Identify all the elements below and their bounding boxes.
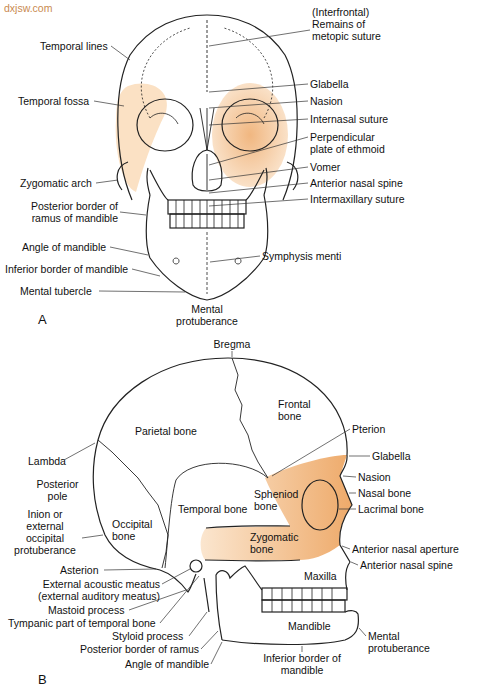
anatomy-label: Posterior border of ramus of mandible bbox=[18, 200, 118, 224]
anatomy-label: Mental protuberance bbox=[368, 630, 438, 654]
nasal-bones bbox=[200, 108, 214, 150]
anatomy-label: Inferior border of mandible bbox=[5, 263, 128, 275]
anatomy-label: (Interfrontal) Remains of metopic suture bbox=[312, 6, 404, 42]
anatomy-label: Maxilla bbox=[304, 570, 337, 582]
anatomy-label: Parietal bone bbox=[135, 425, 197, 437]
anatomy-label: Temporal fossa bbox=[18, 95, 89, 107]
anatomy-label: Angle of mandible bbox=[125, 658, 209, 670]
temporal-lines bbox=[141, 28, 272, 118]
anatomy-label: Anterior nasal spine bbox=[310, 177, 403, 189]
anatomy-label: Glabella bbox=[372, 450, 411, 462]
anatomy-label: Mental protuberance bbox=[172, 303, 242, 327]
watermark: dxjsw.com bbox=[4, 2, 52, 14]
mandible-ramus bbox=[216, 566, 262, 640]
anatomy-label: Occipital bone bbox=[112, 518, 160, 542]
mandible-lower-border bbox=[222, 611, 358, 645]
anatomy-label: Inion or external occipital protuberance bbox=[10, 508, 80, 556]
leader-lines bbox=[64, 30, 370, 664]
anatomy-label: Nasion bbox=[358, 471, 391, 483]
anatomy-label: Spheniod bone bbox=[254, 488, 302, 512]
anatomy-label: Mastoid process bbox=[48, 604, 124, 616]
orbit bbox=[137, 99, 193, 151]
metopic-suture bbox=[207, 20, 208, 92]
anatomy-label: Mental tubercle bbox=[20, 285, 92, 297]
anatomy-label: Bregma bbox=[212, 338, 252, 350]
zygomatic-arch bbox=[117, 162, 298, 190]
teeth-divisions bbox=[176, 200, 238, 228]
anatomy-label: Symphysis menti bbox=[262, 250, 341, 262]
teeth-divisions bbox=[272, 588, 332, 612]
anatomy-label: Zygomatic bone bbox=[250, 531, 304, 555]
styloid-process bbox=[204, 578, 209, 612]
anatomy-label: External acoustic meatus (external audit… bbox=[20, 578, 160, 602]
symphysis-line bbox=[207, 232, 208, 294]
mastoid-process bbox=[160, 570, 196, 592]
anatomy-label: Inferior border of mandible bbox=[262, 652, 342, 676]
mandible-ramus bbox=[147, 168, 267, 195]
anatomy-label: Zygomatic arch bbox=[20, 177, 92, 189]
anatomy-label: Posterior border of ramus bbox=[80, 643, 199, 655]
panel-letter: B bbox=[38, 672, 47, 687]
anatomy-label: Frontal bone bbox=[278, 398, 318, 422]
anatomy-label: Temporal lines bbox=[40, 40, 108, 52]
nasal-aperture bbox=[192, 150, 222, 191]
anatomy-label: Lacrimal bone bbox=[358, 503, 424, 515]
cranium-outline bbox=[93, 358, 347, 570]
anatomy-label: Anterior nasal spine bbox=[360, 559, 453, 571]
anatomy-label: Anterior nasal aperture bbox=[352, 543, 459, 555]
maxilla-outline bbox=[150, 170, 264, 200]
lambdoid-suture bbox=[98, 440, 168, 568]
anatomy-label: Tympanic part of temporal bone bbox=[8, 617, 156, 629]
panel-letter: A bbox=[38, 312, 47, 327]
anatomy-label: Intermaxillary suture bbox=[310, 193, 405, 205]
external-acoustic-meatus bbox=[190, 560, 202, 572]
anatomy-label: Internasal suture bbox=[310, 113, 388, 125]
nasal-septum bbox=[207, 154, 208, 190]
face-outline bbox=[340, 455, 352, 590]
upper-teeth bbox=[262, 588, 347, 600]
anatomy-label: Vomer bbox=[310, 161, 340, 173]
anatomy-label: Angle of mandible bbox=[22, 241, 106, 253]
anatomy-label: Asterion bbox=[60, 564, 99, 576]
lower-teeth bbox=[262, 600, 345, 612]
anatomy-label: Glabella bbox=[310, 78, 349, 90]
anatomy-label: Posterior pole bbox=[30, 478, 85, 502]
anatomy-label: Perpendicular plate of ethmoid bbox=[310, 131, 398, 155]
anatomy-label: Lambda bbox=[28, 455, 66, 467]
anatomy-label: Nasal bone bbox=[358, 487, 411, 499]
mental-foramen bbox=[173, 258, 241, 264]
anatomy-label: Styloid process bbox=[112, 630, 183, 642]
anatomy-label: Temporal bone bbox=[178, 503, 247, 515]
mandible-outline bbox=[146, 195, 268, 300]
coronal-suture bbox=[232, 358, 268, 478]
anatomy-label: Mandible bbox=[288, 620, 331, 632]
anatomy-label: Nasion bbox=[310, 95, 343, 107]
orbit bbox=[302, 480, 338, 530]
anatomy-label: Pterion bbox=[352, 423, 385, 435]
